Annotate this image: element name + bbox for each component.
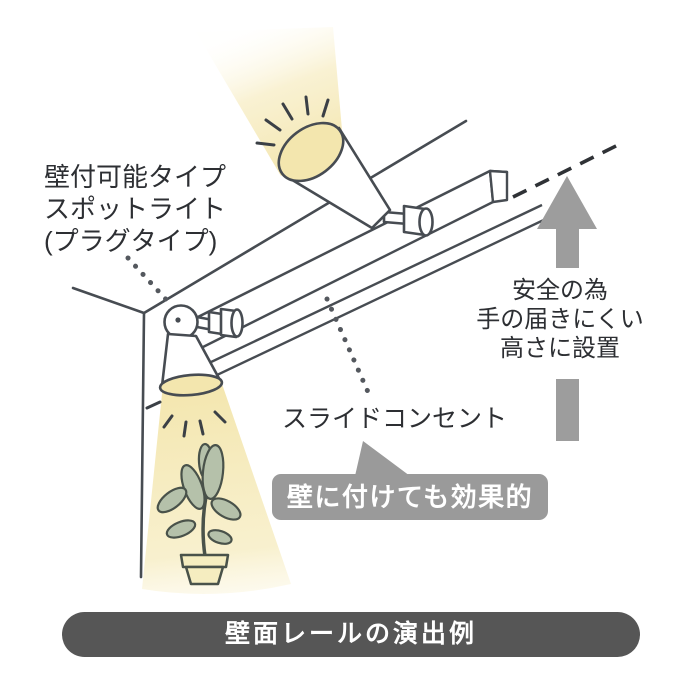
upper-spotlight-lens: [277, 121, 345, 183]
speech-bubble-tail: [355, 441, 410, 476]
wall-band-upper-line: [189, 203, 543, 374]
spotlight-type-label-line2: スポットライト: [44, 194, 227, 224]
leader-dotted-lines: [125, 255, 371, 395]
lower-spotlight-joint-cap: [230, 308, 244, 338]
height-arrow: [537, 176, 597, 441]
upper-spotlight: [255, 95, 434, 237]
spotlight-type-label: 壁付可能タイプ スポットライト (プラグタイプ): [44, 161, 226, 257]
leader-dots-spotlight: [125, 255, 175, 309]
spotlight-type-label-line3: (プラグタイプ): [44, 226, 218, 256]
spotlight-type-label-line1: 壁付可能タイプ: [44, 162, 227, 192]
safety-height-note-line1: 安全の為: [512, 277, 608, 304]
lower-spotlight: [145, 304, 244, 438]
plant-pot: [179, 553, 230, 586]
height-arrow-lower-bar: [556, 379, 579, 441]
rail-end-cap: [488, 169, 509, 204]
upper-light-rays: [255, 95, 330, 147]
safety-height-note: 安全の為 手の届きにくい 高さに設置: [450, 276, 670, 363]
lower-spotlight-pivot-dot: [175, 317, 181, 323]
footer-caption-pill: 壁面レールの演出例: [62, 612, 640, 657]
slide-outlet-label: スライドコンセント: [282, 405, 508, 433]
safety-height-note-line3: 高さに設置: [500, 335, 620, 362]
plant-leaves: [156, 442, 242, 545]
wall-band-lower-line: [197, 215, 551, 386]
lower-light-rays: [145, 400, 227, 438]
wall-mount-tip-bubble: 壁に付けても効果的: [272, 474, 548, 520]
lower-spotlight-lens: [158, 373, 224, 397]
wall-top-edge: [142, 119, 468, 315]
wall-left-edge: [71, 286, 146, 315]
plant-stem: [201, 491, 209, 557]
height-arrow-up: [537, 176, 597, 268]
height-dashed-line: [512, 140, 625, 199]
wall-corner-vertical: [139, 311, 146, 579]
wall-corner: [71, 119, 468, 579]
safety-height-note-line2: 手の届きにくい: [476, 306, 644, 333]
potted-plant: [156, 442, 242, 586]
upper-spotlight-joint-cap: [418, 207, 434, 237]
